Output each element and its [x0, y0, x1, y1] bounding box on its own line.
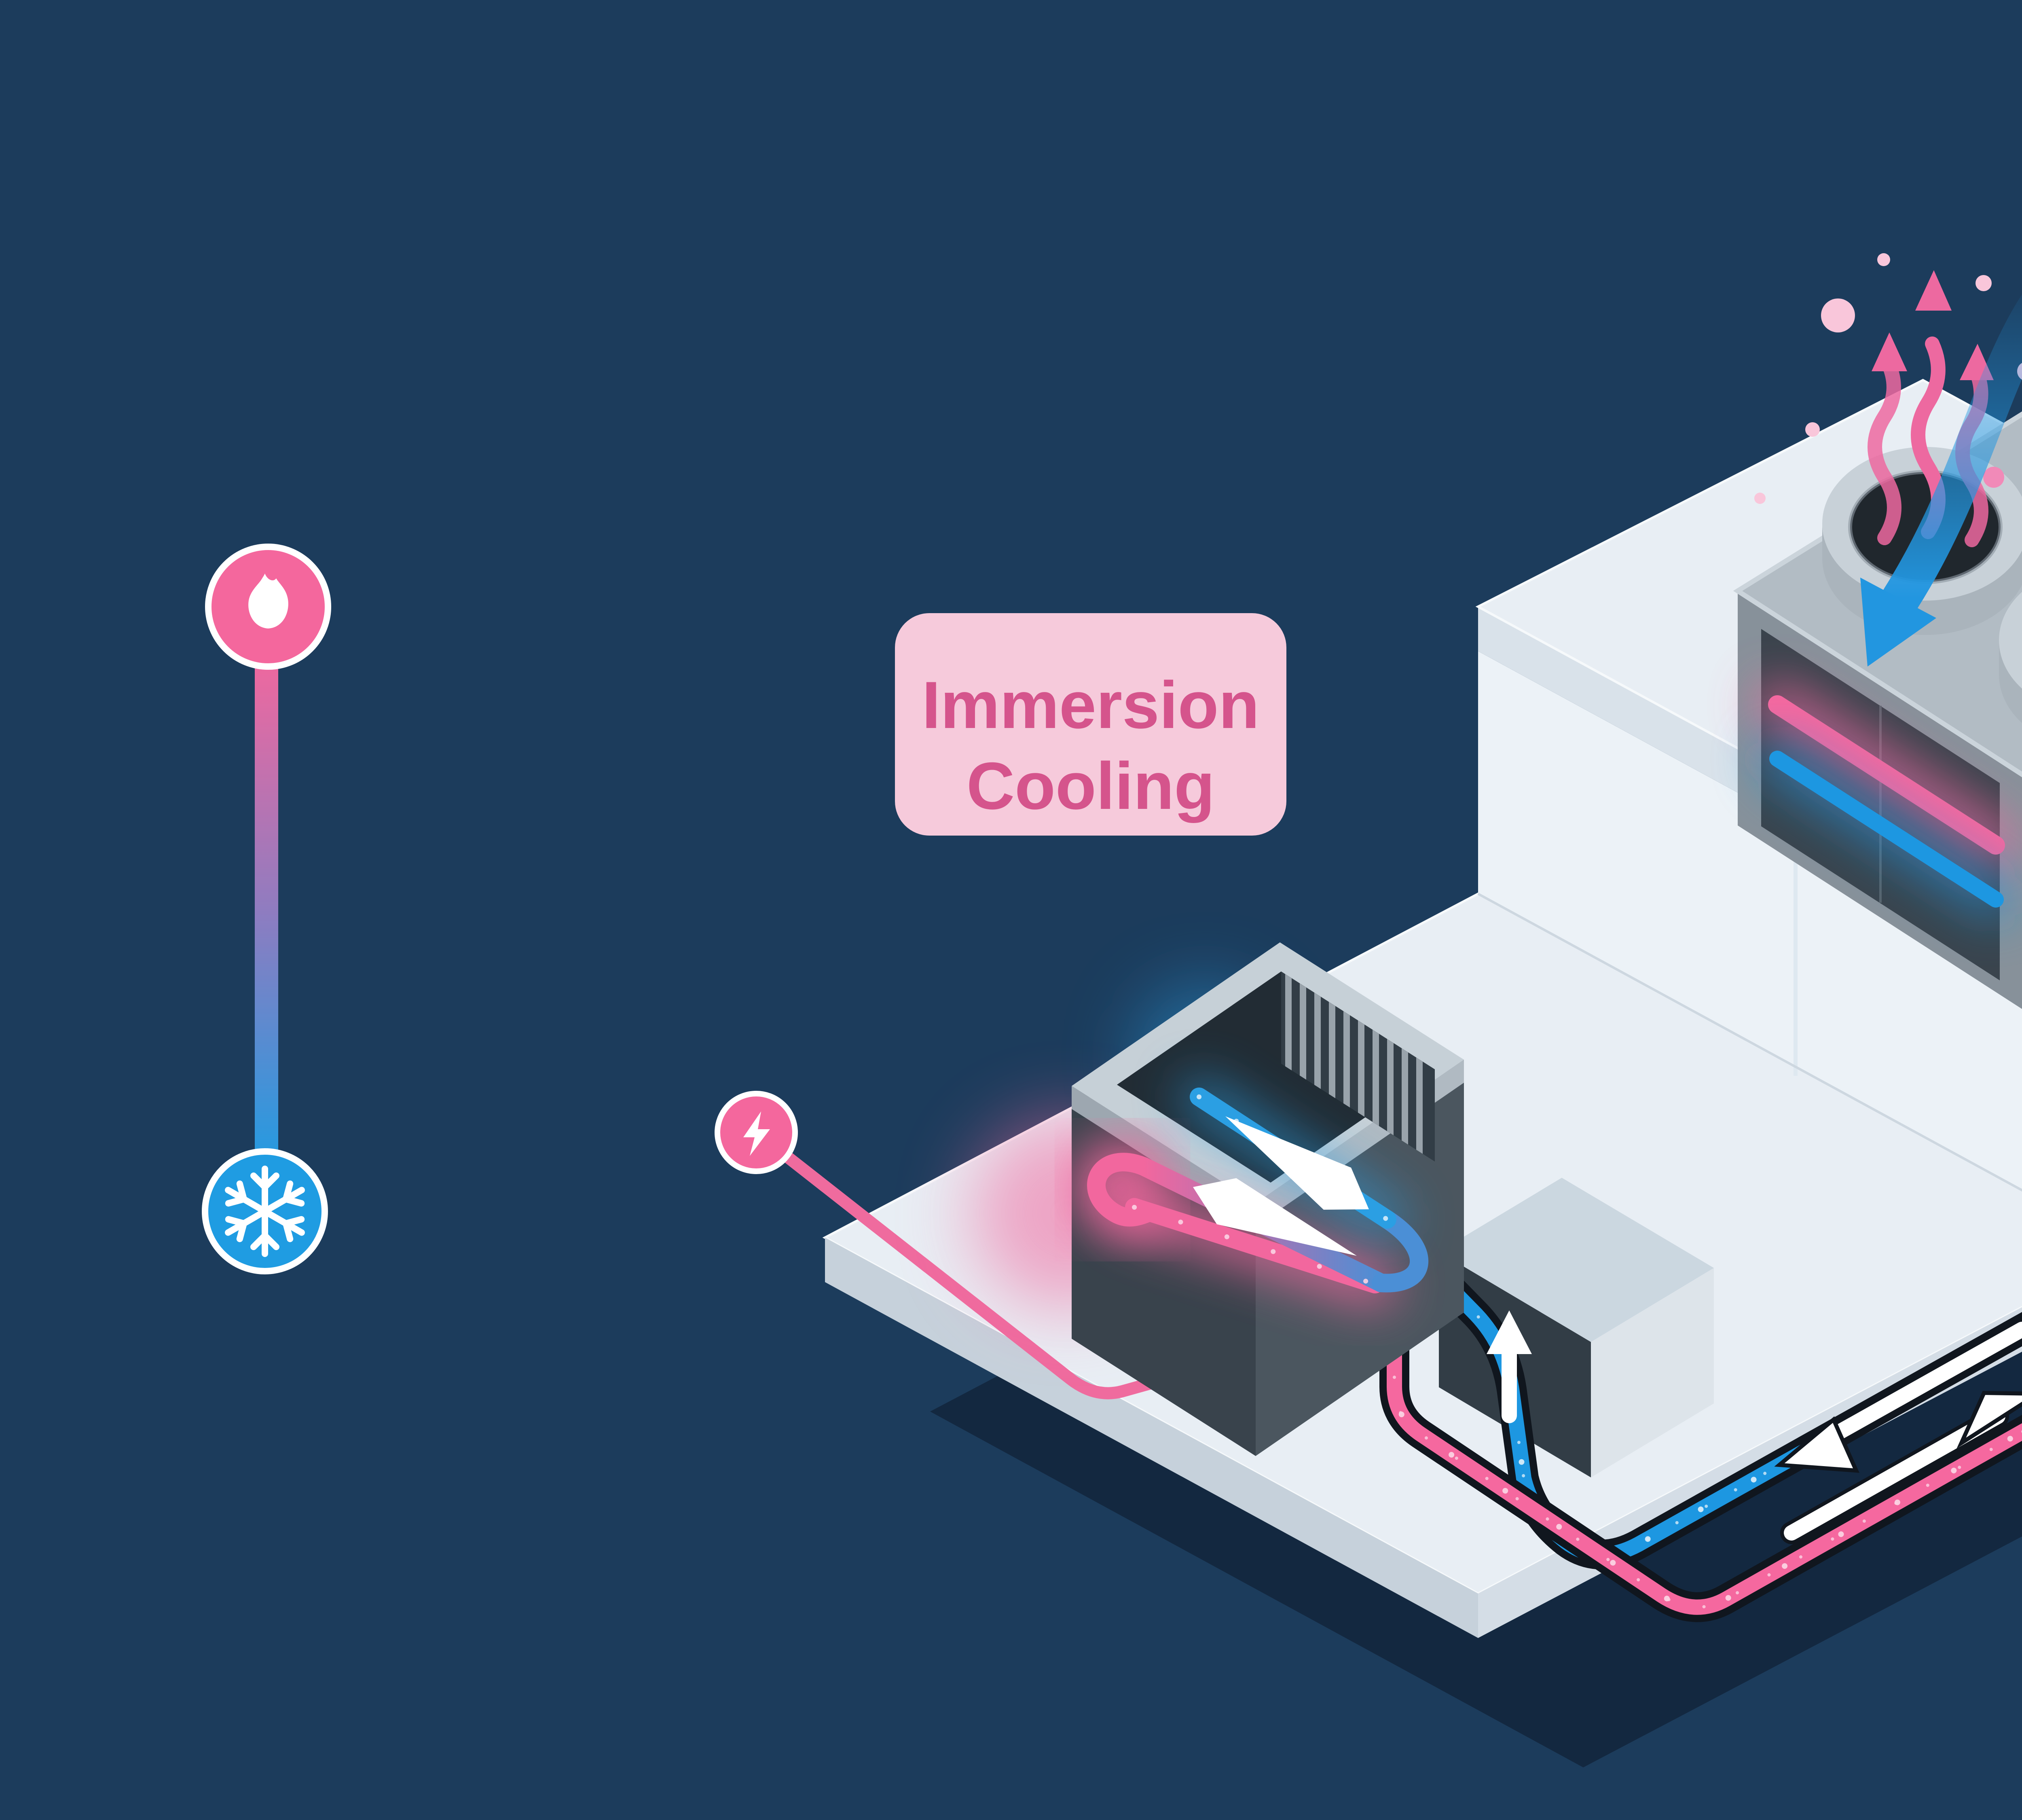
- immersion-cooling-label: Immersion Cooling: [895, 613, 1286, 836]
- heat-scale: [202, 544, 331, 1274]
- loop-u-bend: [1087, 1153, 1158, 1227]
- power-cable: [750, 1126, 1256, 1399]
- pipe-flow-arrows: [1487, 1310, 2022, 1544]
- flame-icon: [205, 544, 331, 670]
- immersion-tank: [971, 942, 1464, 1456]
- cooler-fan-right: [1999, 592, 2022, 723]
- immersion-label-line1: Immersion: [922, 668, 1259, 742]
- data-center-scene: [715, 253, 2022, 1767]
- loop-right-bend: [1372, 1210, 1429, 1293]
- flow-dart-hot: [1193, 1178, 1357, 1256]
- immersion-label-line2: Cooling: [967, 749, 1215, 823]
- power-source: [715, 1091, 798, 1174]
- heat-bubbles: [1754, 253, 2022, 504]
- flow-dart-cold: [1225, 1116, 1369, 1210]
- cold-strip: [1769, 751, 2004, 908]
- snowflake-icon: [202, 1148, 328, 1274]
- loop-hot-arm: [1125, 1198, 1384, 1293]
- dry-cooler-unit: [1733, 253, 2022, 1009]
- hot-pipe: [1387, 1278, 2022, 1615]
- hot-strip: [1768, 695, 2005, 855]
- heat-scale-bar: [255, 655, 278, 1161]
- cool-intake-arrows: [1860, 294, 2022, 667]
